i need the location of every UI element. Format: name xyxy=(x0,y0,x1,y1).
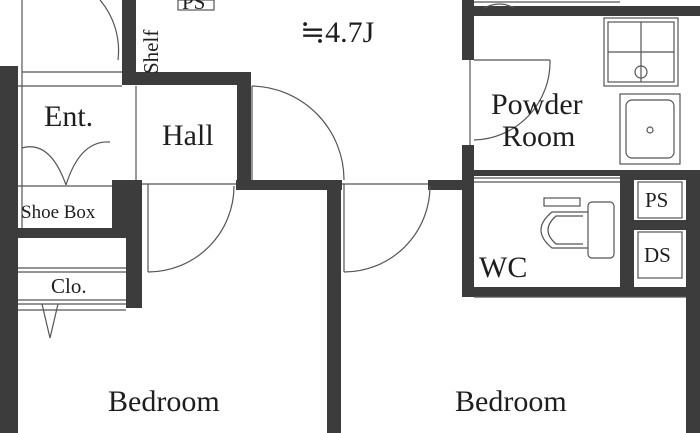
wall-bedroom-divider xyxy=(327,180,341,433)
bedroom-right-label: Bedroom xyxy=(455,385,567,418)
wall-right-outer xyxy=(686,170,700,433)
closet-pull xyxy=(41,303,59,339)
wall-bedroom-top-right xyxy=(428,180,474,190)
ds-box xyxy=(637,231,683,279)
wall-powder-wc-divider xyxy=(474,170,634,176)
entrance-door-arc xyxy=(99,0,120,61)
toilet-controls xyxy=(543,197,581,207)
ds-label: DS xyxy=(644,243,671,267)
entrance-label: Ent. xyxy=(44,100,94,133)
wc-label: WC xyxy=(479,251,528,284)
wall-closet-right xyxy=(126,228,142,308)
shoebox-door-left xyxy=(21,146,67,186)
wall-ps-top xyxy=(634,170,700,180)
hall-door-arc xyxy=(251,85,345,181)
washer-drain xyxy=(634,65,648,79)
wall-shelf-bottom xyxy=(122,72,250,85)
area-label: ≒4.7J xyxy=(300,16,375,49)
shoebox-door-right xyxy=(65,141,111,186)
bedroom-right-door-arc xyxy=(343,185,431,273)
toilet-tank xyxy=(587,201,615,259)
shoe-box-label: Shoe Box xyxy=(21,202,96,223)
ps-top-box xyxy=(177,0,215,11)
closet-label: Clo. xyxy=(51,274,87,298)
ps-top-label: PS xyxy=(182,0,206,14)
powder-room-label-1: Powder xyxy=(491,88,583,121)
wall-powder-left-bottom xyxy=(462,145,474,295)
bedroom-left-label: Bedroom xyxy=(108,385,220,418)
wall-hall-right xyxy=(237,72,251,184)
toilet-bowl xyxy=(540,211,588,249)
wall-shoebox-right xyxy=(112,180,142,232)
wall-left-outer xyxy=(0,66,18,433)
wall-bedroom-top-left xyxy=(236,180,342,190)
washer-pan xyxy=(603,17,679,87)
powder-top-arc xyxy=(483,3,515,9)
powder-room-label-2: Room xyxy=(502,120,576,153)
sink-basin xyxy=(625,99,675,159)
ps-box xyxy=(637,181,683,219)
shelf-label: Shelf xyxy=(139,29,163,74)
hall-label: Hall xyxy=(162,119,214,152)
wall-shoebox-bottom xyxy=(18,228,142,238)
toilet-bowl-inner xyxy=(547,215,583,245)
wall-ps-ds-divider xyxy=(634,220,686,230)
wall-shelf-left xyxy=(122,0,136,82)
wall-wc-bottom xyxy=(462,287,700,297)
sink-drain xyxy=(646,126,654,134)
bedroom-left-door-arc xyxy=(147,185,235,273)
fixtures xyxy=(18,0,686,339)
ps-label: PS xyxy=(645,188,669,212)
powder-door-arc xyxy=(473,59,551,141)
wall-powder-top xyxy=(462,6,700,16)
wall-wc-right xyxy=(620,170,634,296)
sink-counter xyxy=(619,93,681,165)
